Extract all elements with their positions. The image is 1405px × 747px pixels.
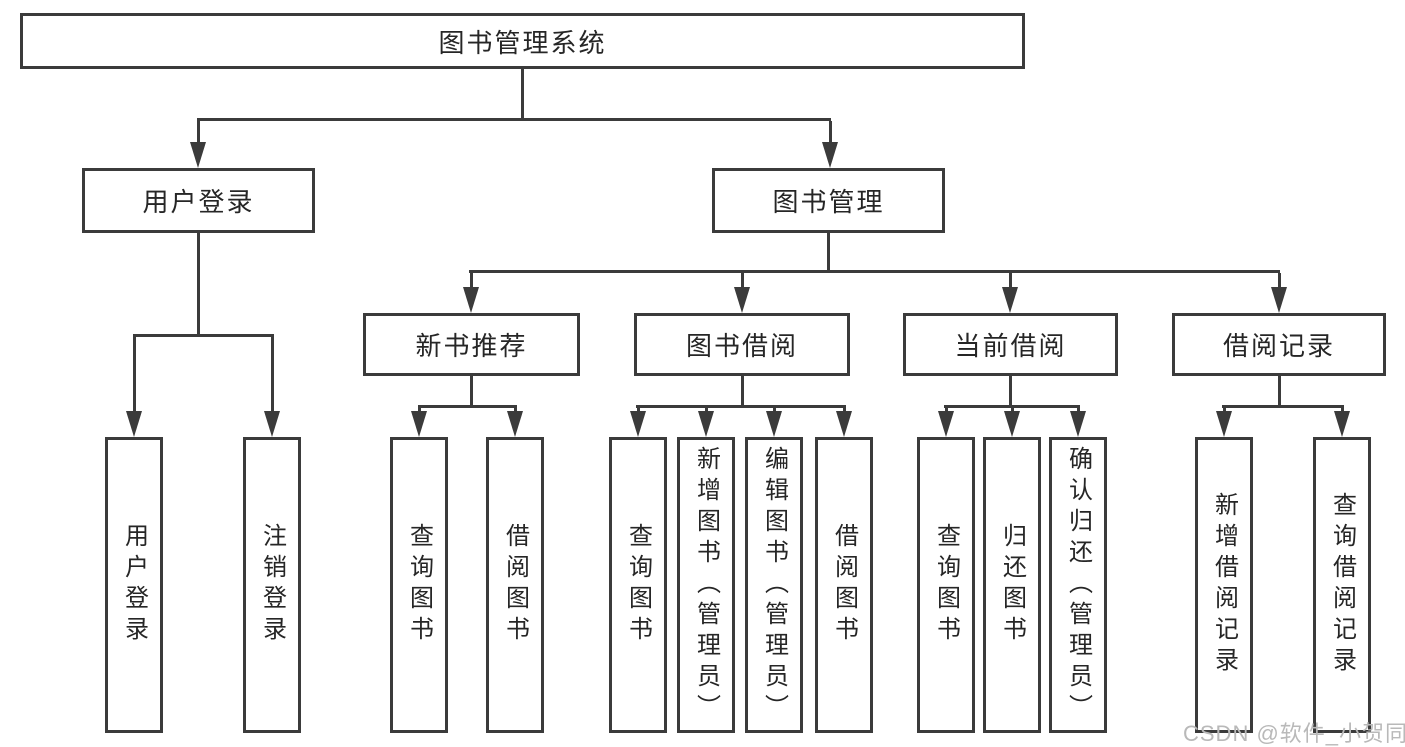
leaf-borrow-books-recommend: 借阅图书: [486, 437, 544, 733]
node-label: 新书推荐: [415, 331, 528, 361]
arrowhead-down-icon: [938, 411, 954, 437]
arrowhead-down-icon: [264, 411, 280, 437]
node-current-borrowing: 当前借阅: [903, 313, 1118, 376]
connector-line: [470, 376, 473, 408]
leaf-return-books: 归还图书: [983, 437, 1041, 733]
arrowhead-down-icon: [1216, 411, 1232, 437]
node-book-management: 图书管理: [712, 168, 945, 233]
leaf-label: 查询借阅记录: [1328, 492, 1356, 678]
connector-line: [827, 233, 830, 273]
connector-line: [773, 405, 776, 413]
node-new-book-recommendation: 新书推荐: [363, 313, 580, 376]
connector-line: [741, 273, 744, 289]
arrowhead-down-icon: [836, 411, 852, 437]
node-library-management-system: 图书管理系统: [20, 13, 1025, 69]
leaf-label: 编辑图书（管理员）: [760, 445, 788, 725]
leaf-add-borrow-record: 新增借阅记录: [1195, 437, 1253, 733]
arrowhead-down-icon: [1070, 411, 1086, 437]
connector-line: [1009, 376, 1012, 408]
leaf-edit-books-admin: 编辑图书（管理员）: [745, 437, 803, 733]
connector-line: [1278, 273, 1281, 289]
connector-line: [1341, 405, 1344, 413]
connector-line: [469, 270, 1280, 273]
arrowhead-down-icon: [1334, 411, 1350, 437]
node-user-login: 用户登录: [82, 168, 315, 233]
arrowhead-down-icon: [766, 411, 782, 437]
connector-line: [741, 376, 744, 408]
arrowhead-down-icon: [698, 411, 714, 437]
connector-line: [197, 118, 831, 121]
node-book-borrowing: 图书借阅: [634, 313, 850, 376]
connector-line: [197, 233, 200, 337]
connector-line: [1223, 405, 1226, 413]
leaf-query-books-current: 查询图书: [917, 437, 975, 733]
node-label: 图书管理系统: [438, 27, 607, 58]
connector-line: [829, 121, 832, 145]
leaf-label: 查询图书: [405, 523, 433, 647]
node-label: 当前借阅: [954, 331, 1067, 361]
connector-line: [1222, 405, 1344, 408]
connector-line: [514, 405, 517, 413]
arrowhead-down-icon: [1271, 287, 1287, 313]
connector-line: [705, 405, 708, 413]
leaf-borrow-books-borrowing: 借阅图书: [815, 437, 873, 733]
leaf-label: 注销登录: [258, 523, 286, 647]
arrowhead-down-icon: [1002, 287, 1018, 313]
connector-line: [418, 405, 517, 408]
csdn-watermark: CSDN @软件_小贺同学: [1183, 721, 1405, 746]
arrowhead-down-icon: [411, 411, 427, 437]
leaf-label: 确认归还（管理员）: [1064, 445, 1092, 725]
arrowhead-down-icon: [507, 411, 523, 437]
node-borrowing-records: 借阅记录: [1172, 313, 1386, 376]
node-label: 用户登录: [142, 187, 255, 217]
connector-line: [418, 405, 421, 413]
arrowhead-down-icon: [1004, 411, 1020, 437]
arrowhead-down-icon: [126, 411, 142, 437]
connector-line: [1278, 376, 1281, 408]
leaf-label: 借阅图书: [830, 523, 858, 647]
leaf-query-borrow-record: 查询借阅记录: [1313, 437, 1371, 733]
arrowhead-down-icon: [190, 142, 206, 168]
connector-line: [843, 405, 846, 413]
connector-line: [1077, 405, 1080, 413]
connector-line: [945, 405, 948, 413]
connector-line: [637, 405, 640, 413]
leaf-label: 用户登录: [120, 523, 148, 647]
leaf-label: 借阅图书: [501, 523, 529, 647]
arrowhead-down-icon: [463, 287, 479, 313]
connector-line: [197, 121, 200, 145]
connector-line: [521, 69, 524, 118]
leaf-label: 查询图书: [932, 523, 960, 647]
leaf-query-books-recommend: 查询图书: [390, 437, 448, 733]
connector-line: [470, 273, 473, 289]
leaf-label: 新增借阅记录: [1210, 492, 1238, 678]
leaf-label: 查询图书: [624, 523, 652, 647]
connector-line: [133, 337, 136, 413]
connector-line: [133, 334, 274, 337]
connector-line: [1009, 273, 1012, 289]
node-label: 图书管理: [772, 187, 885, 217]
leaf-user-login: 用户登录: [105, 437, 163, 733]
leaf-add-books-admin: 新增图书（管理员）: [677, 437, 735, 733]
arrowhead-down-icon: [734, 287, 750, 313]
connector-line: [271, 337, 274, 413]
leaf-label: 新增图书（管理员）: [692, 445, 720, 725]
arrowhead-down-icon: [822, 142, 838, 168]
leaf-confirm-return-admin: 确认归还（管理员）: [1049, 437, 1107, 733]
node-label: 图书借阅: [685, 331, 798, 361]
leaf-logout: 注销登录: [243, 437, 301, 733]
node-label: 借阅记录: [1222, 331, 1335, 361]
connector-line: [636, 405, 846, 408]
arrowhead-down-icon: [630, 411, 646, 437]
leaf-query-books-borrowing: 查询图书: [609, 437, 667, 733]
connector-line: [1011, 405, 1014, 413]
leaf-label: 归还图书: [998, 523, 1026, 647]
